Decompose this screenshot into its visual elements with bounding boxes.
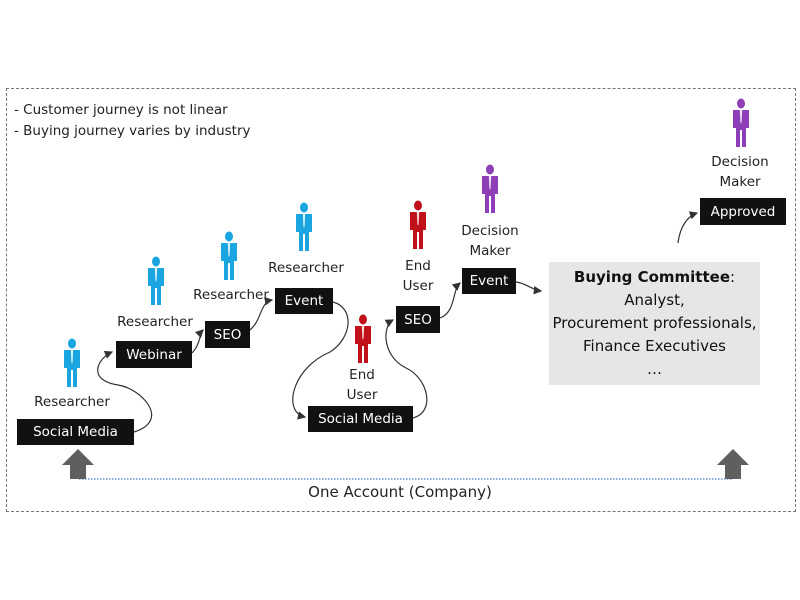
buying-committee-box: Buying Committee: Analyst, Procurement p…: [549, 262, 760, 385]
person-icon: [64, 338, 80, 387]
connector-2: [191, 329, 204, 354]
connector-3: [249, 297, 274, 331]
committee-member-ellipsis: …: [647, 360, 662, 378]
note-industry: - Buying journey varies by industry: [14, 123, 251, 139]
connector-5: [384, 319, 428, 419]
channel-social-media-1: Social Media: [17, 419, 134, 445]
role-label-researcher-2: Researcher: [117, 314, 193, 330]
note-nonlinear: - Customer journey is not linear: [14, 102, 228, 118]
person-icon: [148, 256, 164, 305]
channel-seo-2: SEO: [396, 306, 440, 333]
up-arrow-icon: [62, 449, 94, 479]
connector-4: [292, 301, 349, 420]
person-icon: [733, 98, 749, 147]
up-arrow-icon: [717, 449, 749, 479]
committee-member-finance: Finance Executives: [583, 337, 726, 355]
committee-member-analyst: Analyst,: [624, 291, 685, 309]
role-label-decision-maker-1: Decision Maker: [461, 223, 519, 259]
committee-title: Buying Committee:: [573, 268, 736, 286]
connector-7: [515, 281, 543, 295]
channel-event-1: Event: [275, 288, 333, 314]
channel-seo-1: SEO: [205, 321, 250, 348]
channel-social-media-2: Social Media: [308, 406, 413, 432]
committee-member-procurement: Procurement professionals,: [552, 314, 757, 332]
role-label-researcher-3: Researcher: [193, 287, 269, 303]
channel-event-2: Event: [462, 268, 516, 294]
role-label-researcher-4: Researcher: [268, 260, 344, 276]
role-label-end-user-1: End User: [346, 367, 378, 403]
account-label: One Account (Company): [308, 483, 492, 501]
person-icon: [221, 231, 237, 280]
notes: - Customer journey is not linear - Buyin…: [14, 100, 251, 142]
role-label-decision-maker-2: Decision Maker: [711, 154, 769, 190]
channel-approved: Approved: [700, 198, 786, 225]
journey-frame: [6, 88, 796, 512]
role-label-researcher-1: Researcher: [34, 394, 110, 410]
role-label-end-user-2: End User: [402, 258, 434, 294]
person-icon: [410, 200, 426, 249]
channel-webinar: Webinar: [116, 341, 192, 368]
connector-1: [97, 350, 153, 433]
person-icon: [355, 314, 371, 363]
connector-8: [677, 211, 699, 244]
person-icon: [296, 202, 312, 251]
person-icon: [482, 164, 498, 213]
connector-6: [439, 282, 461, 319]
